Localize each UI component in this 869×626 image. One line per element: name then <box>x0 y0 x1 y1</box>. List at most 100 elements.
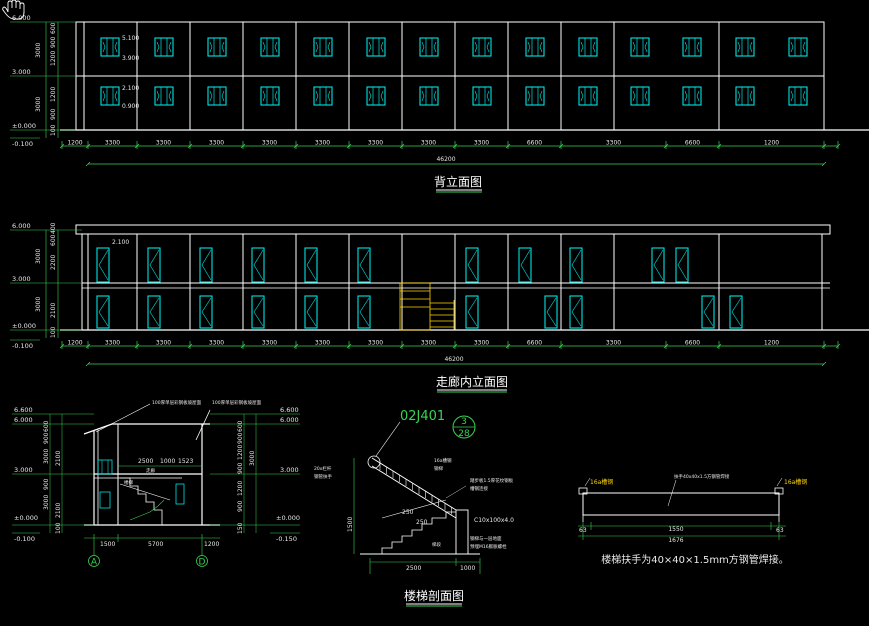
section-label-corridor: 走廊 <box>146 467 155 474</box>
stair-section: 02J401 3 28 20x栏杆 钢管扶手 16a槽钢 钢梯 踏步板1.5厚花… <box>314 409 514 607</box>
door <box>569 247 583 283</box>
sec-r-level-3000: 3.000 <box>280 466 299 474</box>
door <box>147 247 161 283</box>
rear-window-tag-5100: 5.100 <box>122 35 139 42</box>
cor-side-dim-100: 100 <box>50 326 57 338</box>
rear-bay-dim: 3300 <box>315 140 330 147</box>
sec-l-dim-3000-b: 3000 <box>43 495 50 510</box>
cor-side-dim-2100: 2100 <box>50 303 57 318</box>
rear-bay-dim: 3300 <box>606 140 621 147</box>
sec-l-dim-3000: 3000 <box>43 449 50 464</box>
rear-level-m0100: -0.100 <box>12 140 33 148</box>
window <box>154 37 174 57</box>
door <box>251 247 265 283</box>
corridor-elevation-title: 走廊内立面图 <box>436 374 508 389</box>
rear-window-tags: 5.100 3.900 2.100 0.900 <box>122 35 139 110</box>
axis-d-label: D <box>199 558 206 568</box>
cor-level-6000: 6.000 <box>12 222 31 230</box>
corridor-bay-dim: 1200 <box>67 340 82 347</box>
rear-side-dim-1200: 1200 <box>50 51 57 66</box>
sec-l-dim-600: 600 <box>43 420 50 432</box>
corridor-bay-dim: 3300 <box>421 340 436 347</box>
rear-window-tag-2100: 2.100 <box>122 85 139 92</box>
stair-label: 梯段 <box>432 541 441 548</box>
window <box>419 37 439 57</box>
handrail-dim-63-r: 63 <box>776 527 784 534</box>
door <box>251 295 265 329</box>
window <box>472 86 492 106</box>
stair-ref-sheet: 28 <box>458 429 470 439</box>
door <box>701 295 715 329</box>
rear-side-dim-3000-a: 3000 <box>35 43 42 58</box>
stair-note-6: 槽钢连接 <box>470 485 488 492</box>
window <box>578 86 598 106</box>
handrail-left-tag: 16a槽钢 <box>590 478 613 486</box>
sec-r-level-6000: 6.000 <box>280 416 299 424</box>
window <box>525 86 545 106</box>
rear-bay-dim: 3300 <box>421 140 436 147</box>
stair-note-8: 钢梯与一层地面 <box>470 535 502 542</box>
window <box>682 86 702 106</box>
rear-level-3000: 3.000 <box>12 68 31 76</box>
corridor-bay-dim: 3300 <box>105 340 120 347</box>
window <box>735 86 755 106</box>
stair-dim-1500: 1500 <box>347 517 354 532</box>
corridor-bay-dim: 3300 <box>209 340 224 347</box>
corridor-bay-dim: 1200 <box>764 340 779 347</box>
door <box>147 295 161 329</box>
sec-l-dim-2100: 2100 <box>55 451 62 466</box>
door <box>518 247 532 283</box>
door <box>96 247 110 283</box>
rear-bay-dim: 3300 <box>156 140 171 147</box>
rear-total-tick <box>85 161 91 167</box>
stair-ref-num: 3 <box>461 417 467 427</box>
corridor-total-tick <box>85 361 91 367</box>
stair-dim-250-b: 250 <box>416 519 428 526</box>
window <box>313 86 333 106</box>
rear-bay-dim: 3300 <box>474 140 489 147</box>
door <box>96 295 110 329</box>
window <box>154 86 174 106</box>
stair-note-5: 踏步板1.5厚花纹钢板 <box>470 477 514 484</box>
sec-l-level-m0100: -0.100 <box>14 535 35 543</box>
handrail-dim-63-l: 63 <box>579 527 587 534</box>
rear-bay-dim: 6600 <box>527 140 542 147</box>
cor-side-dim-600: 600 <box>50 234 57 246</box>
rear-side-dim-100: 100 <box>50 124 57 136</box>
door <box>465 247 479 283</box>
rear-side-dim-3000-b: 3000 <box>35 97 42 112</box>
door <box>465 295 479 329</box>
handrail-detail: 16a槽钢 16a槽钢 扶手40x40x1.5方钢管焊接 63 1550 63 … <box>578 473 807 566</box>
door <box>304 247 318 283</box>
sec-l-level-3000: 3.000 <box>14 466 33 474</box>
section-roof-note-1: 100厚单层彩钢板坡屋面 <box>152 399 202 406</box>
stair-dim-2500: 2500 <box>406 565 421 572</box>
window <box>682 37 702 57</box>
rear-window-tag-3900: 3.900 <box>122 55 139 62</box>
stair-note-1: 20x栏杆 <box>314 465 332 472</box>
handrail-note: 扶手40x40x1.5方钢管焊接 <box>674 473 730 480</box>
rear-side-dim-900-b: 900 <box>50 108 57 120</box>
building-section: 100厚单层彩钢板坡屋面 100厚单层彩钢板坡屋面 2500 1000 1523… <box>12 399 300 568</box>
handrail-right-tag: 16a槽钢 <box>784 478 807 486</box>
rear-bay-dim: 3300 <box>105 140 120 147</box>
sec-bottom-dim-1200: 1200 <box>204 541 219 548</box>
corridor-bay-dim: 3300 <box>474 340 489 347</box>
rear-bay-dim: 3300 <box>262 140 277 147</box>
sec-r-dim-1200: 1200 <box>237 445 244 460</box>
stair-note-7: C10x100x4.0 <box>474 517 514 524</box>
section-label-stair: 楼梯 <box>124 479 133 486</box>
sec-r-dim-1200-b: 1200 <box>237 481 244 496</box>
window <box>419 86 439 106</box>
handrail-dim-1676: 1676 <box>668 537 683 544</box>
rear-elevation: 6.000 3.000 ±0.000 -0.100 3000 3000 600 … <box>10 14 869 193</box>
cor-total-dim: 46200 <box>444 356 463 363</box>
rear-bay-dim: 1200 <box>67 140 82 147</box>
rear-bay-dim: 3300 <box>209 140 224 147</box>
rear-bay-dim: 3300 <box>368 140 383 147</box>
corridor-bay-dim: 6600 <box>685 340 700 347</box>
sec-l-level-6000: 6.000 <box>14 416 33 424</box>
hand-cursor-icon <box>2 0 25 20</box>
sec-r-dim-3000: 3000 <box>249 451 256 466</box>
